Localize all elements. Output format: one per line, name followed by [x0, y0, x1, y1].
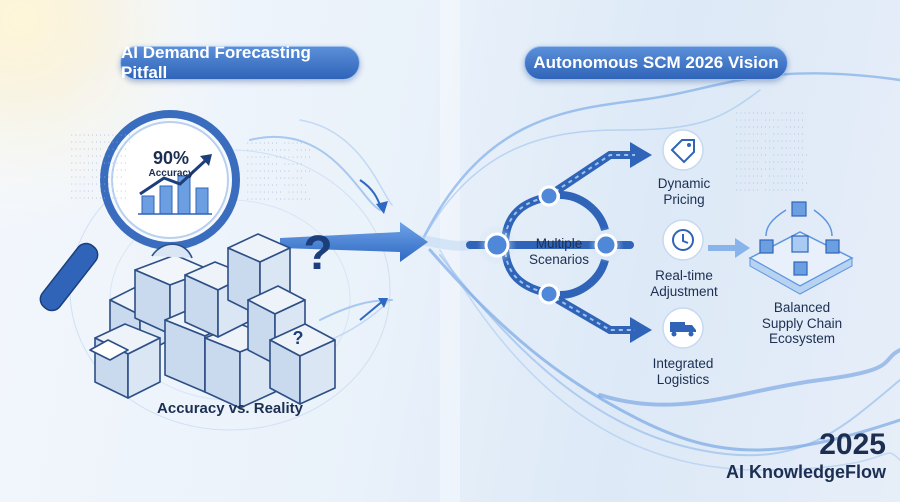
- left-panel-title: AI Demand Forecasting Pitfall: [120, 43, 360, 82]
- ecosystem-illustration: [748, 201, 854, 295]
- box-question-mark-icon: ?: [292, 328, 304, 348]
- outcome-label-dynamic-pricing: Dynamic Pricing: [657, 176, 711, 207]
- data-stream-decoration-right: ·········· ············ ················…: [735, 110, 810, 194]
- accuracy-metric-value: 90%: [152, 148, 190, 168]
- scenario-nodes: [477, 185, 624, 305]
- question-mark-icon: ?: [303, 227, 333, 280]
- right-panel-title: Autonomous SCM 2026 Vision: [524, 46, 788, 80]
- left-panel-caption: Accuracy vs. Reality: [157, 400, 303, 417]
- data-stream-decoration-mid: ········ ················· ·········· ··…: [246, 140, 312, 203]
- year-label: 2025: [819, 428, 886, 461]
- hub-label: Multiple Scenarios: [528, 236, 590, 267]
- panel-divider: [440, 0, 460, 502]
- clock-refresh-icon: [672, 229, 694, 251]
- ecosystem-label: Balanced Supply Chain Ecosystem: [761, 300, 843, 347]
- outcome-icons: [662, 129, 704, 349]
- outcome-label-integrated-logistics: Integrated Logistics: [652, 356, 714, 387]
- transition-arrow: [280, 222, 428, 262]
- price-tag-icon: [670, 139, 695, 164]
- brand-label: AI KnowledgeFlow: [726, 462, 886, 482]
- inventory-boxes: [89, 233, 336, 409]
- accuracy-metric-label: Accuracy: [148, 168, 194, 179]
- delivery-truck-icon: [670, 322, 696, 337]
- outcome-label-realtime-adjustment: Real-time Adjustment: [650, 268, 718, 299]
- data-stream-decoration-left: ··········· ······· ······· ·········· ·…: [70, 132, 132, 202]
